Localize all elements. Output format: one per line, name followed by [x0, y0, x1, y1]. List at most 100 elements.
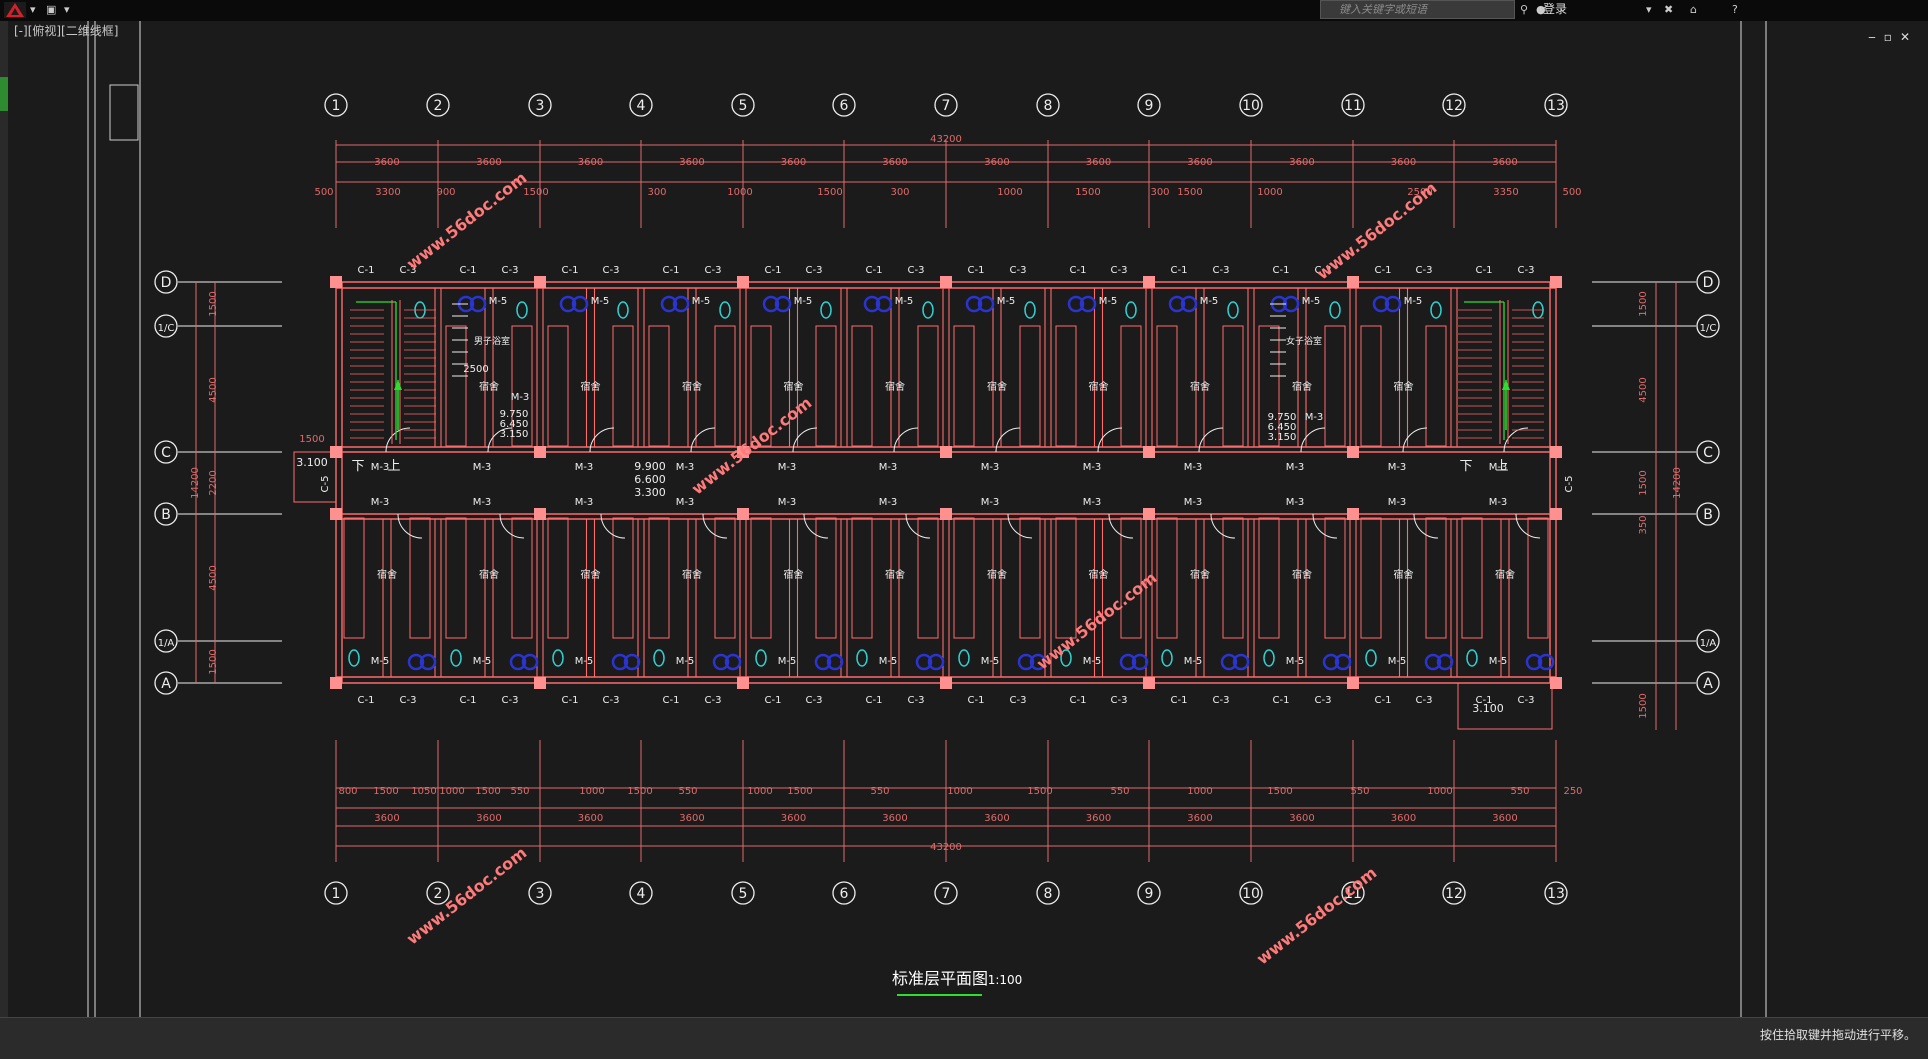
- chevron-down-icon[interactable]: ▾: [30, 3, 36, 16]
- axis-letter: 1/A: [1700, 638, 1717, 649]
- window-label: C-3: [1213, 695, 1230, 706]
- door-label: M-5: [1184, 656, 1203, 667]
- door-swing: [397, 513, 423, 539]
- axis-number: 12: [1445, 98, 1463, 114]
- help-icon[interactable]: ?: [1732, 3, 1738, 16]
- column: [1143, 508, 1155, 520]
- chevron-down-icon[interactable]: ▾: [1646, 3, 1652, 16]
- sink-fixture: [1424, 653, 1442, 671]
- sink-fixture: [672, 295, 690, 313]
- door-label: M-3: [1305, 412, 1324, 423]
- room-label: 宿舍: [1292, 568, 1312, 581]
- axis-number: 1: [332, 886, 341, 902]
- dim-text: 3600: [882, 157, 907, 168]
- axis-bubble: [1696, 629, 1720, 653]
- door-swing: [1097, 427, 1123, 453]
- dim-text: 1500: [1267, 786, 1292, 797]
- wardrobe: [953, 325, 975, 447]
- column: [737, 508, 749, 520]
- window-label: C-3: [1518, 695, 1535, 706]
- axis-letter: B: [161, 507, 171, 523]
- axis-number: 11: [1344, 886, 1362, 902]
- door-label: M-3: [1489, 497, 1508, 508]
- title-block: [109, 84, 139, 141]
- drawing-canvas[interactable]: 4320043200360036003600360036003600360036…: [0, 21, 1928, 1017]
- dim-text: 1500: [208, 649, 219, 674]
- door-swing: [803, 513, 829, 539]
- exchange-icon[interactable]: ✖: [1664, 3, 1674, 16]
- window-controls[interactable]: ‒▫✕: [1868, 30, 1918, 44]
- wardrobe: [1019, 325, 1041, 447]
- wardrobe: [1156, 325, 1178, 447]
- door-label: M-5: [794, 296, 813, 307]
- dim-text: 300: [890, 187, 909, 198]
- viewport-controls[interactable]: [-][俯视][二维线框]: [14, 24, 119, 38]
- elevation-label: 6.450: [1268, 422, 1297, 433]
- dim-text: 1000: [727, 187, 752, 198]
- door-label: M-3: [575, 497, 594, 508]
- dim-text: 1500: [373, 786, 398, 797]
- wardrobe: [511, 517, 533, 639]
- dim-text: 3300: [375, 187, 400, 198]
- window-label: C-3: [1416, 695, 1433, 706]
- elevation-label: 3.100: [296, 456, 328, 469]
- dim-text: 3600: [476, 157, 501, 168]
- elevation-label: 3.150: [500, 429, 529, 440]
- axis-letter: C: [1703, 445, 1713, 461]
- door-label: M-5: [575, 656, 594, 667]
- sink-fixture: [927, 653, 945, 671]
- room-label: 宿舍: [581, 380, 601, 393]
- dim-text: 3600: [1289, 813, 1314, 824]
- sink-fixture: [814, 653, 832, 671]
- room-label: 宿舍: [784, 380, 804, 393]
- wardrobe: [1120, 325, 1142, 447]
- axis-bubble: [934, 93, 958, 117]
- toilet-fixture: [1227, 301, 1239, 319]
- wardrobe: [1324, 517, 1346, 639]
- toilet-fixture: [1466, 649, 1478, 667]
- column: [1347, 446, 1359, 458]
- dim-text: 3600: [781, 157, 806, 168]
- sink-fixture: [1131, 653, 1149, 671]
- autocad-logo-icon[interactable]: [4, 2, 26, 18]
- wardrobe: [547, 325, 569, 447]
- save-icon[interactable]: ▣: [46, 3, 57, 16]
- elevation-label: 9.750: [1268, 412, 1297, 423]
- axis-number: 5: [739, 886, 748, 902]
- network-icon[interactable]: ⌂: [1690, 3, 1697, 16]
- window-label: C-1: [460, 265, 477, 276]
- chevron-down-icon[interactable]: ▾: [64, 3, 70, 16]
- stair-arrow: [1502, 380, 1510, 390]
- column: [534, 677, 546, 689]
- window-label: C-3: [908, 265, 925, 276]
- axis-number: 10: [1242, 886, 1260, 902]
- door-swing: [1300, 427, 1326, 453]
- door-label: M-3: [676, 497, 695, 508]
- sink-fixture: [1372, 295, 1390, 313]
- title-bar: ▾ ▣ ▾ 键入关键字或短语 ⚲ ● 登录 ▾ ✖ ⌂ ?: [0, 0, 1928, 21]
- search-input[interactable]: 键入关键字或短语: [1320, 0, 1515, 19]
- window-label: C-3: [806, 695, 823, 706]
- window-label: C-3: [603, 695, 620, 706]
- binoculars-icon[interactable]: ⚲: [1520, 3, 1529, 16]
- column: [1550, 446, 1562, 458]
- sink-fixture: [611, 653, 629, 671]
- user-icon: ●: [1536, 3, 1546, 16]
- dim-text: 14200: [190, 467, 201, 499]
- axis-letter: D: [161, 275, 172, 291]
- dim-text: 550: [510, 786, 529, 797]
- wardrobe: [1055, 325, 1077, 447]
- window-label: C-3: [1213, 265, 1230, 276]
- door-label: M-3: [1184, 497, 1203, 508]
- dim-text: 1500: [1638, 470, 1649, 495]
- window-label: C-3: [1111, 265, 1128, 276]
- elevation-label: 9.750: [500, 409, 529, 420]
- door-label: M-3: [1388, 462, 1407, 473]
- login-button[interactable]: 登录: [1543, 2, 1568, 16]
- elevation-label: 3.150: [1268, 432, 1297, 443]
- door-label: M-3: [1286, 462, 1305, 473]
- door-swing: [600, 513, 626, 539]
- wardrobe: [750, 517, 772, 639]
- wardrobe: [1258, 517, 1280, 639]
- room-label: 宿舍: [1394, 568, 1414, 581]
